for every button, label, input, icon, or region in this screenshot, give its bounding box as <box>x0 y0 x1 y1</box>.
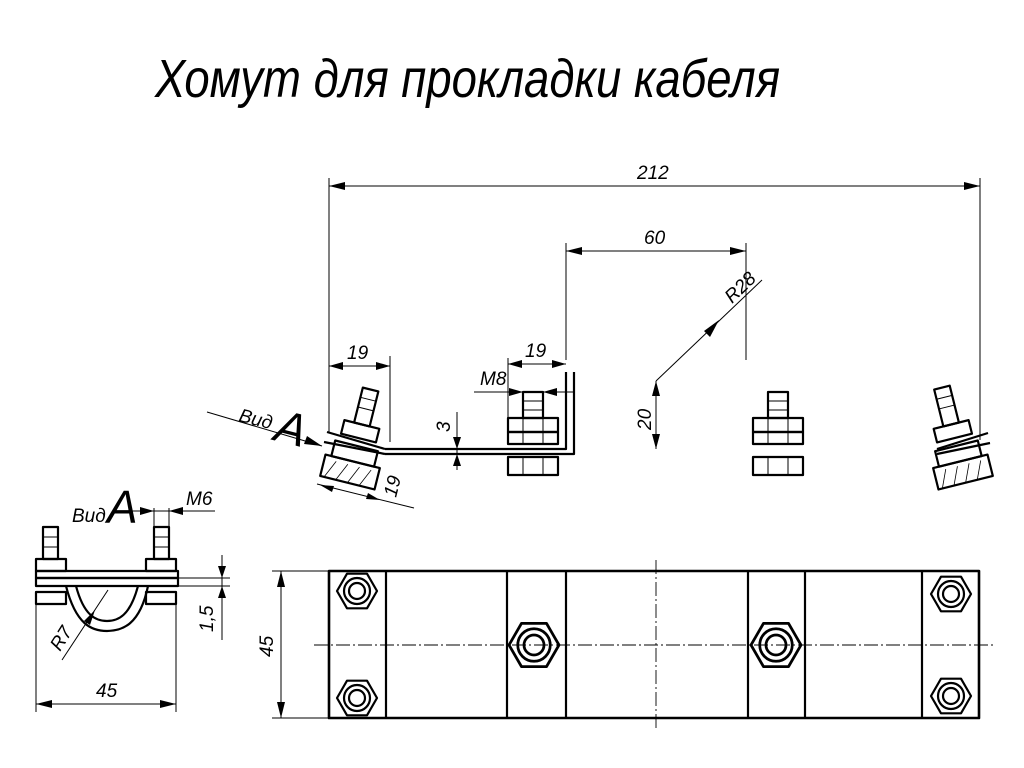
dim-arch-radius: R28 <box>721 268 761 308</box>
dim-mid-flange: 19 <box>525 341 547 362</box>
svg-text:Вид: Вид <box>237 405 275 434</box>
svg-text:А: А <box>104 481 138 533</box>
dim-side-width: 45 <box>96 681 118 702</box>
svg-text:А: А <box>267 398 312 457</box>
dim-bolt-small: М6 <box>186 489 213 510</box>
hex-nut-icon <box>929 575 973 613</box>
left-end-bolt-icon <box>319 386 381 491</box>
dim-small-radius: R7 <box>46 622 77 655</box>
dim-left-flange: 19 <box>347 343 369 364</box>
dim-sheet-thickness: 1,5 <box>197 605 218 632</box>
dim-bolt-main: М8 <box>480 369 507 390</box>
hex-nut-icon <box>335 679 379 717</box>
view-a-side-label: Вид А <box>72 481 138 533</box>
mid-right-bolt-icon <box>751 390 805 477</box>
dim-thickness: 3 <box>434 421 455 432</box>
right-end-bolt-icon <box>932 384 994 491</box>
side-view-a: Вид А М6 R7 <box>34 481 230 712</box>
svg-text:Вид: Вид <box>72 506 106 527</box>
dim-total-length: 212 <box>636 163 669 184</box>
dim-slant-flange: 19 <box>380 473 406 499</box>
drawing-title: Хомут для прокладки кабеля <box>153 49 780 109</box>
front-view: 212 60 R28 20 19 19 М8 <box>206 163 994 509</box>
dim-plan-width: 45 <box>257 635 278 657</box>
mid-left-bolt-icon <box>506 390 560 477</box>
hex-nut-icon <box>335 572 379 610</box>
hex-nut-icon <box>929 677 973 715</box>
view-a-label: Вид А <box>237 398 313 457</box>
dim-arch-width: 60 <box>644 228 666 249</box>
dim-arch-height: 20 <box>635 408 656 431</box>
plan-view: 45 <box>257 560 996 728</box>
